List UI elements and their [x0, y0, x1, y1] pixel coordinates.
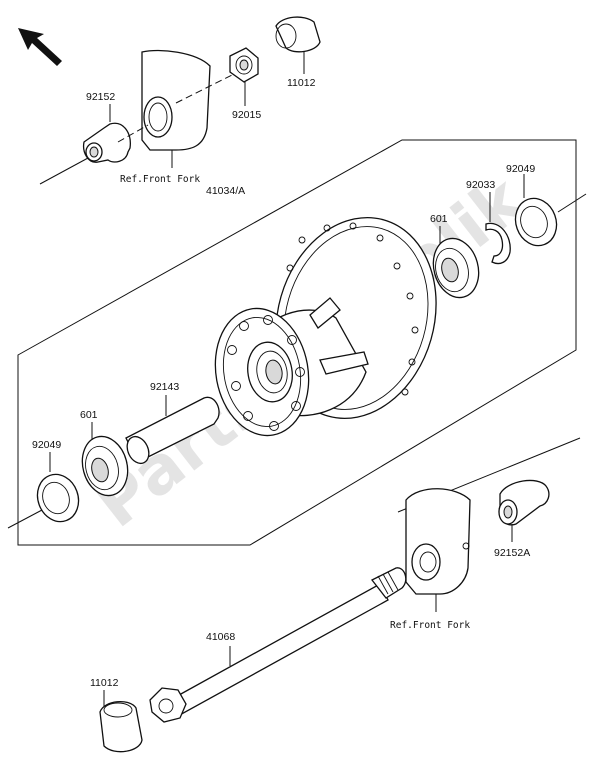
label-601-right: 601: [430, 213, 448, 225]
part-601-bearing-left: [81, 422, 129, 497]
part-92152-spacer: [82, 104, 131, 163]
label-601-left: 601: [80, 409, 98, 421]
part-92143-spacer-tube: [125, 395, 220, 465]
label-11012-bottom: 11012: [90, 677, 119, 689]
label-92152a: 92152A: [494, 547, 530, 559]
axis-line-upper-right: [557, 193, 587, 213]
label-11012-top: 11012: [287, 77, 316, 89]
label-92049-right: 92049: [506, 163, 535, 175]
part-92152a-spacer: [498, 479, 550, 542]
hub-41034: [214, 216, 437, 437]
label-ref-fork-top: Ref.Front Fork: [120, 174, 200, 185]
part-92049-seal-left: [36, 452, 80, 523]
assembly-frame: [17, 139, 577, 546]
part-92033-circlip: [485, 192, 511, 265]
front-fork-bottom-ref: [405, 488, 471, 612]
axis-line-lower-left: [7, 509, 43, 529]
part-41068-axle: [149, 567, 407, 723]
label-92143: 92143: [150, 381, 179, 393]
part-601-bearing-right: [432, 226, 480, 299]
direction-arrow-icon: [18, 28, 62, 66]
label-92033: 92033: [466, 179, 495, 191]
part-92015-collar-nut: [229, 47, 259, 106]
axis-line-left: [39, 157, 89, 185]
part-11012-cap-bottom: [99, 690, 143, 753]
label-92015: 92015: [232, 109, 261, 121]
label-92152: 92152: [86, 91, 115, 103]
label-92049-left: 92049: [32, 439, 61, 451]
label-41068: 41068: [206, 631, 235, 643]
label-41034a: 41034/A: [206, 185, 245, 197]
part-11012-cap-top: [275, 16, 321, 74]
axis-line-left-dash: [117, 124, 149, 143]
label-ref-fork-bottom: Ref.Front Fork: [390, 620, 470, 631]
axis-line-top: [175, 72, 237, 104]
part-92049-seal-right: [514, 174, 558, 247]
front-fork-top-ref: [141, 49, 211, 168]
